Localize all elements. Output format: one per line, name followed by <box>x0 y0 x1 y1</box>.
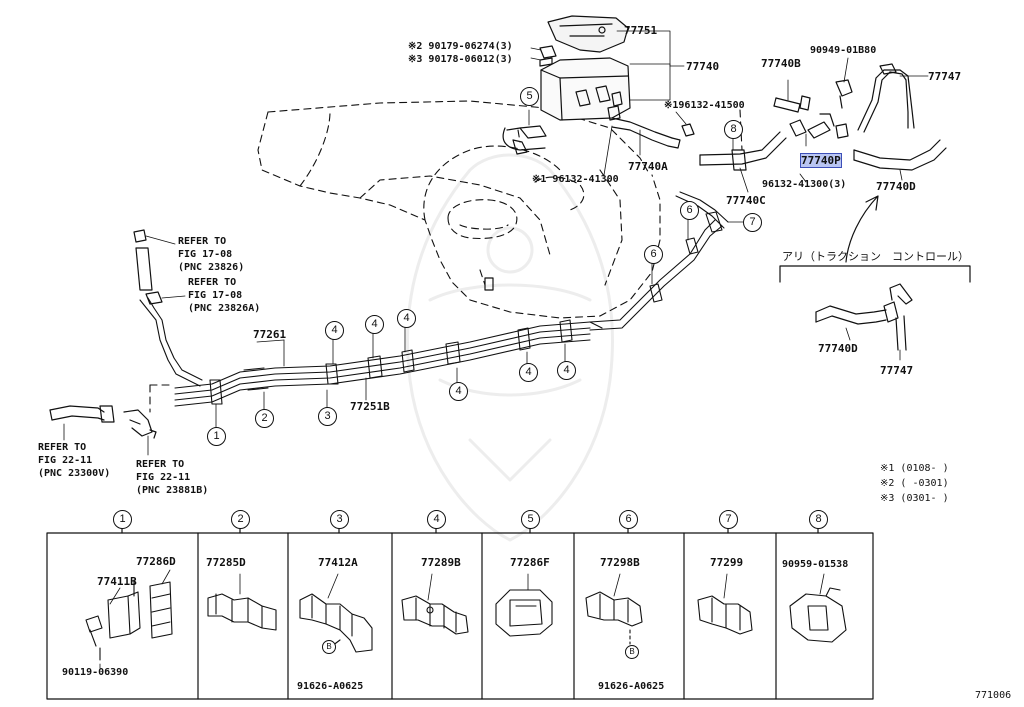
charcoal-canister <box>506 15 695 149</box>
clamp-part-77299[interactable]: 77299 <box>710 556 744 569</box>
callout-4-d[interactable]: 4 <box>449 382 468 401</box>
part-77747-traction[interactable]: 77747 <box>880 364 914 377</box>
clamp-part-90959-01538[interactable]: 90959-01538 <box>782 559 849 570</box>
callout-4-f[interactable]: 4 <box>557 361 576 380</box>
refer-fig-17-08-b-line2[interactable]: FIG 17-08 <box>188 290 243 301</box>
callout-1[interactable]: 1 <box>207 427 226 446</box>
left-hose-fittings <box>49 229 163 439</box>
traction-control-label: アリ（トラクション コントロール） <box>782 250 969 263</box>
callout-4-b[interactable]: 4 <box>365 315 384 334</box>
panel-callout-3[interactable]: 3 <box>330 510 349 529</box>
part-77751[interactable]: 77751 <box>624 24 658 37</box>
clamp-part-77289B[interactable]: 77289B <box>421 556 461 569</box>
clamp-part-77286F[interactable]: 77286F <box>510 556 550 569</box>
refer-fig-17-08-b-line1: REFER TO <box>188 277 237 288</box>
clamp-part-77412A[interactable]: 77412A <box>318 556 358 569</box>
clamp-part-90119-06390[interactable]: 90119-06390 <box>62 667 129 678</box>
traction-arrow <box>845 195 879 263</box>
part-77740B[interactable]: 77740B <box>761 57 801 70</box>
tube-bundle <box>139 191 729 407</box>
part-77261[interactable]: 77261 <box>253 328 287 341</box>
note-clamp-96132-41300-3: 96132-41300(3) <box>762 179 847 190</box>
clamp-callout-B-6[interactable]: B <box>625 645 639 659</box>
refer-fig-22-11-a-line2[interactable]: FIG 22-11 <box>38 455 93 466</box>
refer-fig-17-08-a-line2[interactable]: FIG 17-08 <box>178 249 233 260</box>
callout-3[interactable]: 3 <box>318 407 337 426</box>
part-77251B[interactable]: 77251B <box>350 400 390 413</box>
refer-fig-17-08-a-line1: REFER TO <box>178 236 227 247</box>
callout-8-hose[interactable]: 8 <box>724 120 743 139</box>
panel-callout-8[interactable]: 8 <box>809 510 828 529</box>
note-nut-90178: ※3 90178-06012(3) <box>408 54 513 65</box>
callout-7[interactable]: 7 <box>743 213 762 232</box>
refer-fig-22-11-a-line1: REFER TO <box>38 442 87 453</box>
callout-2[interactable]: 2 <box>255 409 274 428</box>
refer-fig-22-11-a-line3: (PNC 23300V) <box>38 468 111 479</box>
clamp-part-77411B[interactable]: 77411B <box>97 575 137 588</box>
note-nut-90179: ※2 90179-06274(3) <box>408 41 513 52</box>
note-clamp-96132-41300: ※1 96132-41300 <box>532 174 619 185</box>
clamp-part-91626-A0625-3[interactable]: 91626-A0625 <box>297 681 364 692</box>
watermark-emblem <box>406 153 614 542</box>
refer-fig-22-11-b-line2[interactable]: FIG 22-11 <box>136 472 191 483</box>
part-77740P-highlighted[interactable]: 77740P <box>800 153 842 168</box>
clamp-panel-leaders <box>99 569 825 669</box>
clamp-drawings <box>85 579 847 661</box>
panel-callout-6[interactable]: 6 <box>619 510 638 529</box>
part-77747[interactable]: 77747 <box>928 70 962 83</box>
tank-fittings <box>484 127 546 291</box>
part-77740[interactable]: 77740 <box>686 60 720 73</box>
legend-note-1: ※1 (0108- ) <box>880 463 949 474</box>
panel-callout-4[interactable]: 4 <box>427 510 446 529</box>
panel-callout-2[interactable]: 2 <box>231 510 250 529</box>
refer-fig-22-11-b-line1: REFER TO <box>136 459 185 470</box>
part-77740D[interactable]: 77740D <box>876 180 916 193</box>
refer-fig-17-08-a-line3: (PNC 23826) <box>178 262 245 273</box>
clamp-part-91626-A0625-6[interactable]: 91626-A0625 <box>598 681 665 692</box>
leader-lines <box>63 30 929 456</box>
clamp-callout-B-3[interactable]: B <box>322 640 336 654</box>
part-77740D-traction[interactable]: 77740D <box>818 342 858 355</box>
panel-callout-7[interactable]: 7 <box>719 510 738 529</box>
callout-4-a[interactable]: 4 <box>325 321 344 340</box>
callout-6-upper[interactable]: 6 <box>680 201 699 220</box>
callout-4-e[interactable]: 4 <box>519 363 538 382</box>
part-77740A[interactable]: 77740A <box>628 160 668 173</box>
refer-fig-17-08-b-line3: (PNC 23826A) <box>188 303 261 314</box>
legend-note-3: ※3 (0301- ) <box>880 493 949 504</box>
figure-code: 771006 <box>975 690 1012 701</box>
panel-callout-1[interactable]: 1 <box>113 510 132 529</box>
callout-6-lower[interactable]: 6 <box>644 245 663 264</box>
refer-fig-22-11-b-line3: (PNC 23881B) <box>136 485 209 496</box>
note-clamp-96132-41500: ※196132-41500 <box>664 100 745 111</box>
legend-note-2: ※2 ( -0301) <box>880 478 949 489</box>
callout-5-canister[interactable]: 5 <box>520 87 539 106</box>
callout-4-c[interactable]: 4 <box>397 309 416 328</box>
part-77740C[interactable]: 77740C <box>726 194 766 207</box>
clamp-panels-frame <box>46 526 874 700</box>
traction-bracket <box>779 265 971 283</box>
part-90949-01B80[interactable]: 90949-01B80 <box>810 45 877 56</box>
clamp-part-77298B[interactable]: 77298B <box>600 556 640 569</box>
clamp-part-77286D[interactable]: 77286D <box>136 555 176 568</box>
traction-alt-hoses <box>815 283 913 351</box>
panel-callout-5[interactable]: 5 <box>521 510 540 529</box>
clamp-part-77285D[interactable]: 77285D <box>206 556 246 569</box>
